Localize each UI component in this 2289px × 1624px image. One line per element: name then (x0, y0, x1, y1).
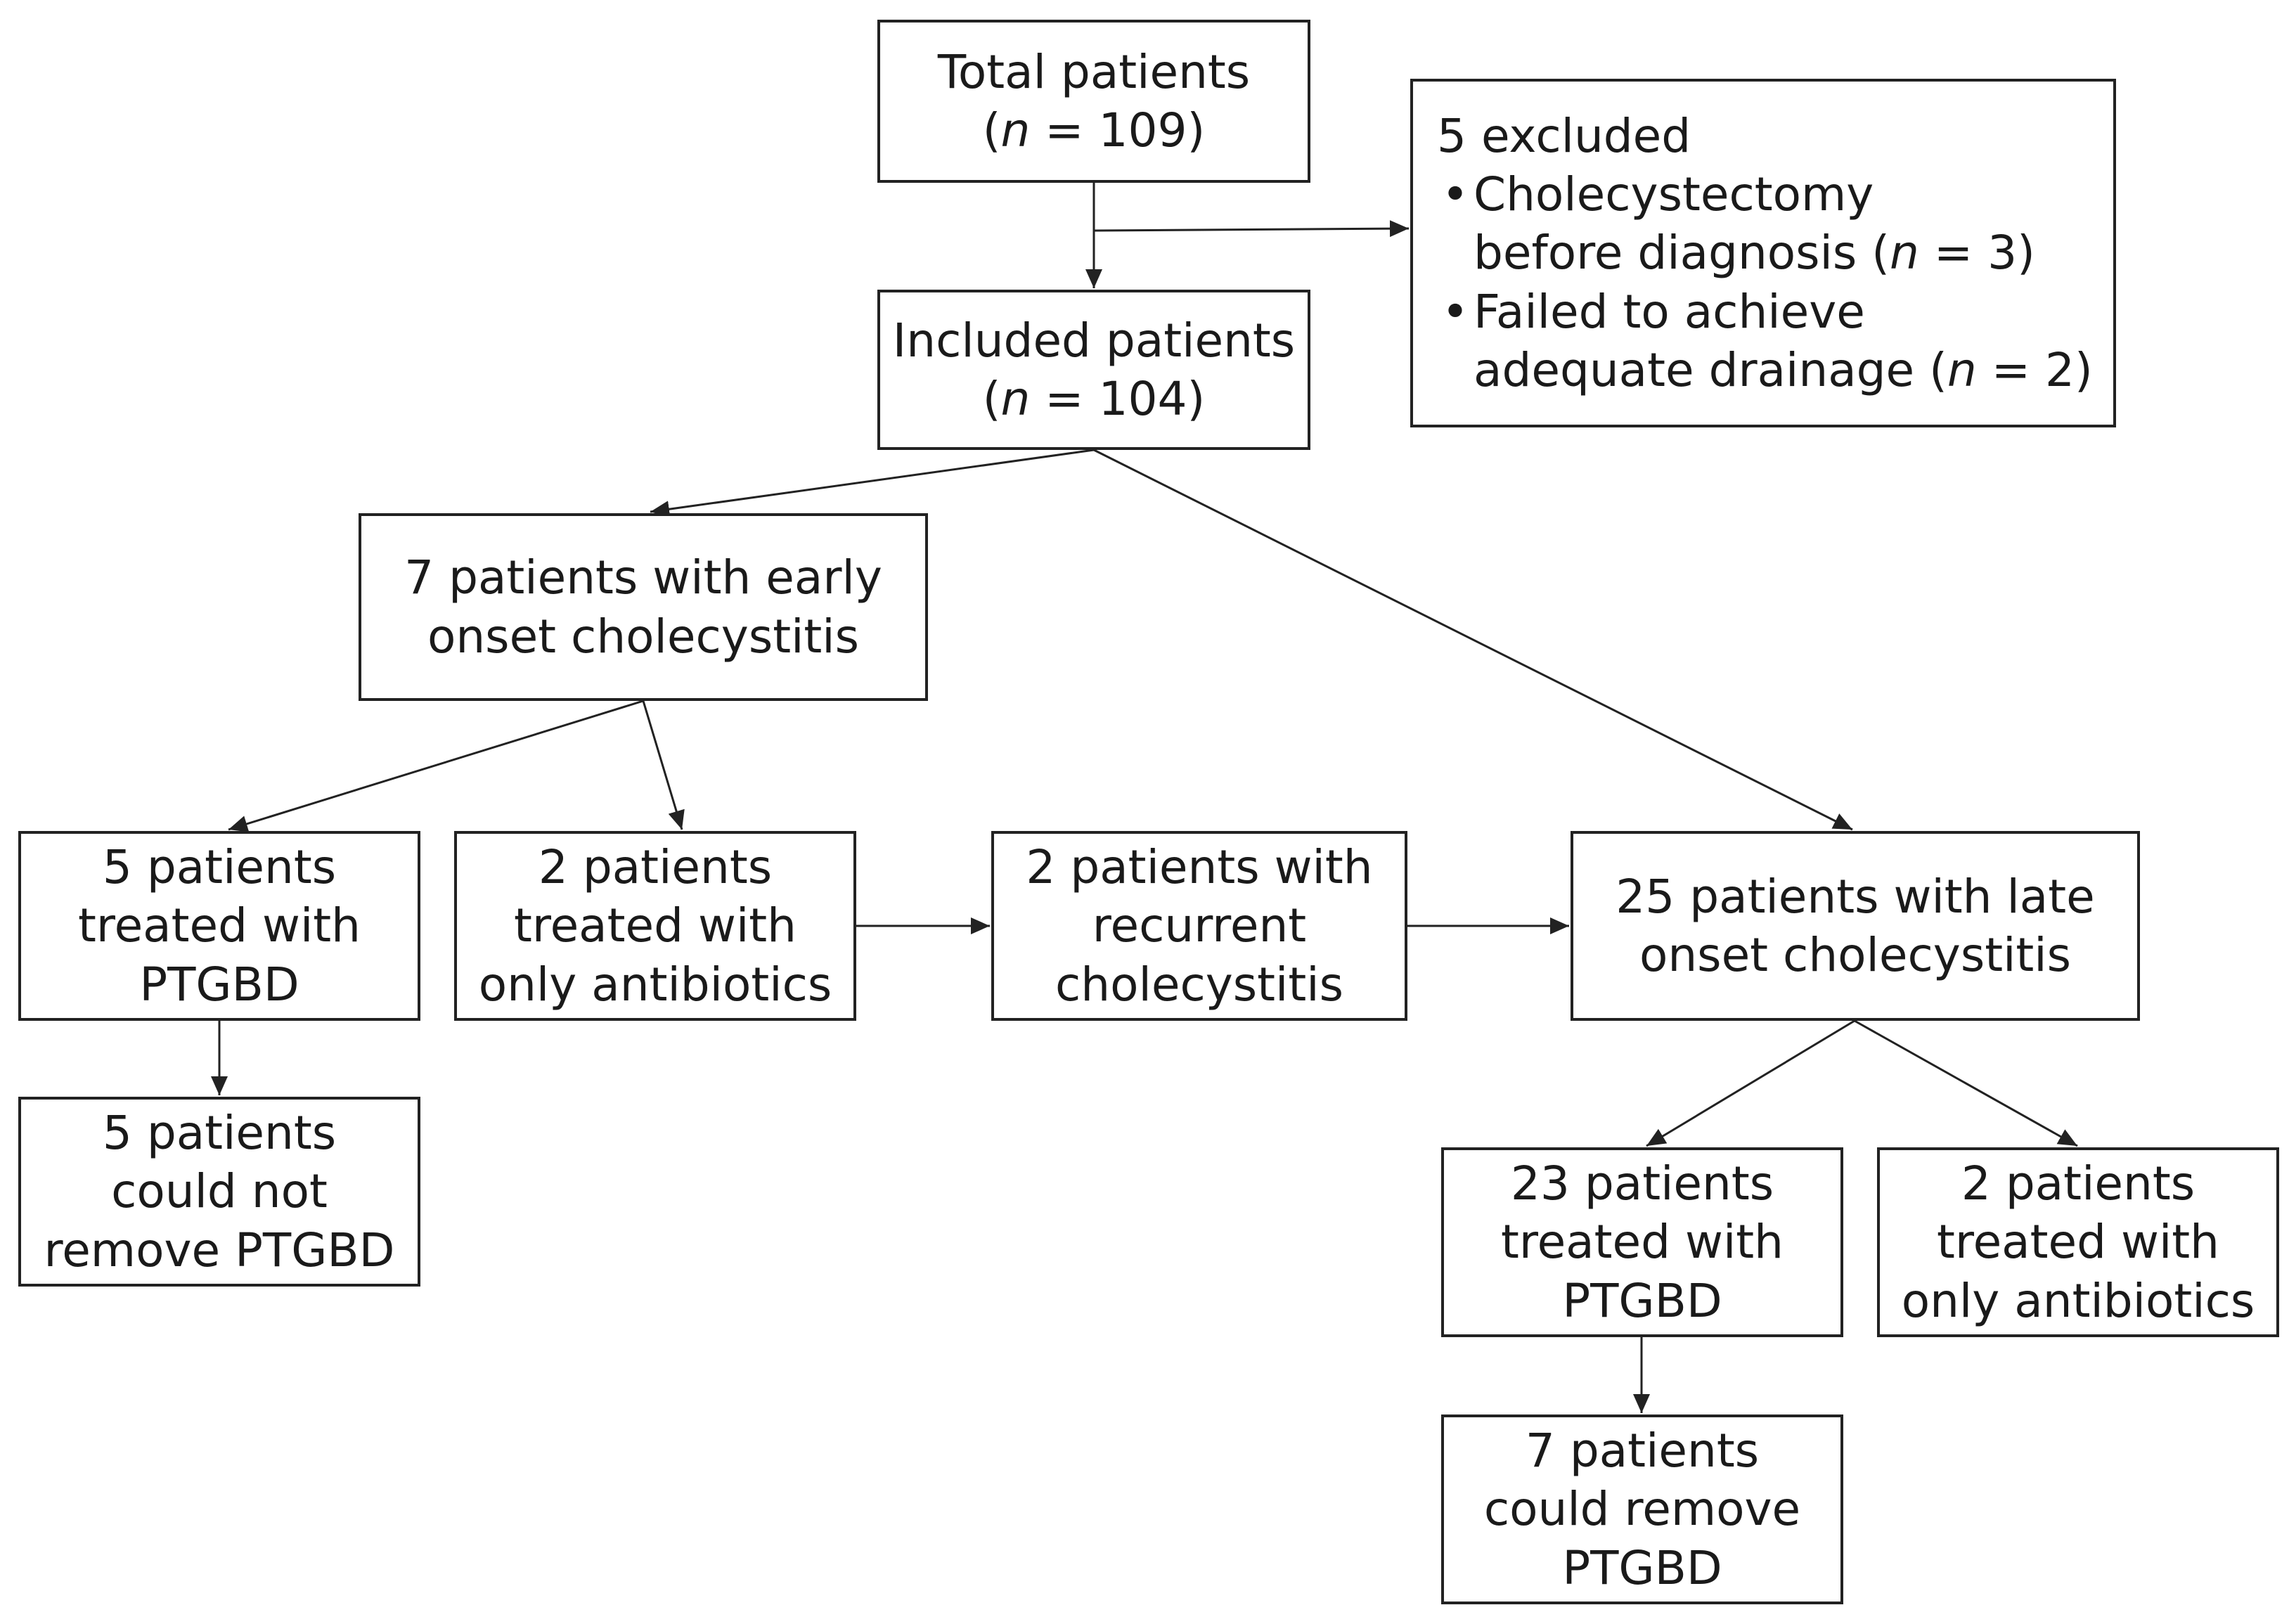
arrow-late-to-antibiotics (1854, 1019, 2078, 1147)
early-antibiotics-line-2: treated with (514, 898, 797, 953)
late-ptgbd-box: 23 patients treated with PTGBD (1441, 1147, 1843, 1337)
early-ptgbd-line-3: PTGBD (139, 957, 299, 1012)
early-antibiotics-line-3: only antibiotics (478, 957, 832, 1012)
arrow-early-to-antibiotics (642, 700, 685, 830)
early-antibiotics-box: 2 patients treated with only antibiotics (454, 831, 856, 1021)
late-removed-line-3: PTGBD (1562, 1540, 1722, 1595)
late-onset-box: 25 patients with late onset cholecystiti… (1571, 831, 2140, 1021)
excluded-item-1-line-1: Cholecystectomy (1474, 167, 1874, 222)
excluded-box: 5 excluded • Cholecystectomy before diag… (1410, 79, 2116, 427)
late-antibiotics-line-3: only antibiotics (1901, 1273, 2255, 1328)
late-ptgbd-line-1: 23 patients (1510, 1156, 1774, 1211)
early-onset-line-1: 7 patients with early (404, 550, 882, 605)
late-removed-line-1: 7 patients (1525, 1424, 1760, 1478)
early-not-removed-line-2: could not (111, 1164, 328, 1219)
early-onset-line-2: onset cholecystitis (427, 609, 860, 664)
late-removed-line-2: could remove (1483, 1482, 1801, 1537)
arrow-late-to-ptgbd (1646, 1019, 1855, 1147)
excluded-item-failed-drainage: • Failed to achieve (1437, 283, 1865, 341)
late-onset-line-1: 25 patients with late (1616, 869, 2095, 924)
recurrent-line-2: recurrent (1092, 898, 1307, 953)
early-ptgbd-line-1: 5 patients (102, 840, 337, 895)
total-patients-line-1: Total patients (937, 44, 1251, 99)
early-not-removed-box: 5 patients could not remove PTGBD (18, 1097, 420, 1287)
included-patients-line-1: Included patients (892, 313, 1296, 368)
late-ptgbd-line-3: PTGBD (1562, 1273, 1722, 1328)
late-antibiotics-box: 2 patients treated with only antibiotics (1877, 1147, 2279, 1337)
excluded-item-1-line-2: before diagnosis (n = 3) (1474, 226, 2035, 281)
excluded-item-2-line-2: adequate drainage (n = 2) (1474, 342, 2093, 397)
recurrent-line-1: 2 patients with (1026, 840, 1373, 895)
early-antibiotics-line-1: 2 patients (538, 840, 773, 895)
early-ptgbd-box: 5 patients treated with PTGBD (18, 831, 420, 1021)
excluded-item-2-line-1: Failed to achieve (1474, 284, 1865, 339)
count-symbol: n (1000, 372, 1031, 426)
total-patients-line-2: (n = 109) (982, 103, 1206, 157)
late-antibiotics-line-1: 2 patients (1961, 1156, 2195, 1211)
late-onset-line-2: onset cholecystitis (1639, 928, 2072, 982)
count-symbol: n (1000, 103, 1031, 157)
early-not-removed-line-3: remove PTGBD (44, 1223, 395, 1277)
included-patients-box: Included patients (n = 104) (877, 290, 1310, 450)
late-antibiotics-line-2: treated with (1937, 1215, 2219, 1270)
arrow-included-to-early (650, 449, 1095, 518)
recurrent-line-3: cholecystitis (1055, 957, 1343, 1012)
total-patients-box: Total patients (n = 109) (877, 20, 1310, 183)
early-ptgbd-line-2: treated with (78, 898, 361, 953)
bullet-marker: • (1441, 167, 1469, 222)
early-not-removed-line-1: 5 patients (102, 1106, 337, 1161)
count-symbol: n (1890, 226, 1919, 281)
late-removed-box: 7 patients could remove PTGBD (1441, 1414, 1843, 1604)
early-onset-box: 7 patients with early onset cholecystiti… (359, 513, 928, 701)
recurrent-box: 2 patients with recurrent cholecystitis (991, 831, 1407, 1021)
excluded-heading: 5 excluded (1437, 109, 1691, 164)
late-ptgbd-line-2: treated with (1501, 1215, 1784, 1270)
excluded-item-cholecystectomy: • Cholecystectomy (1437, 165, 1874, 224)
count-symbol: n (1947, 342, 1977, 397)
arrow-included-to-late (1093, 449, 1853, 831)
bullet-marker: • (1441, 284, 1469, 339)
arrow-to-excluded (1093, 220, 1410, 238)
arrow-early-to-ptgbd (228, 700, 644, 832)
included-patients-line-2: (n = 104) (982, 372, 1206, 426)
